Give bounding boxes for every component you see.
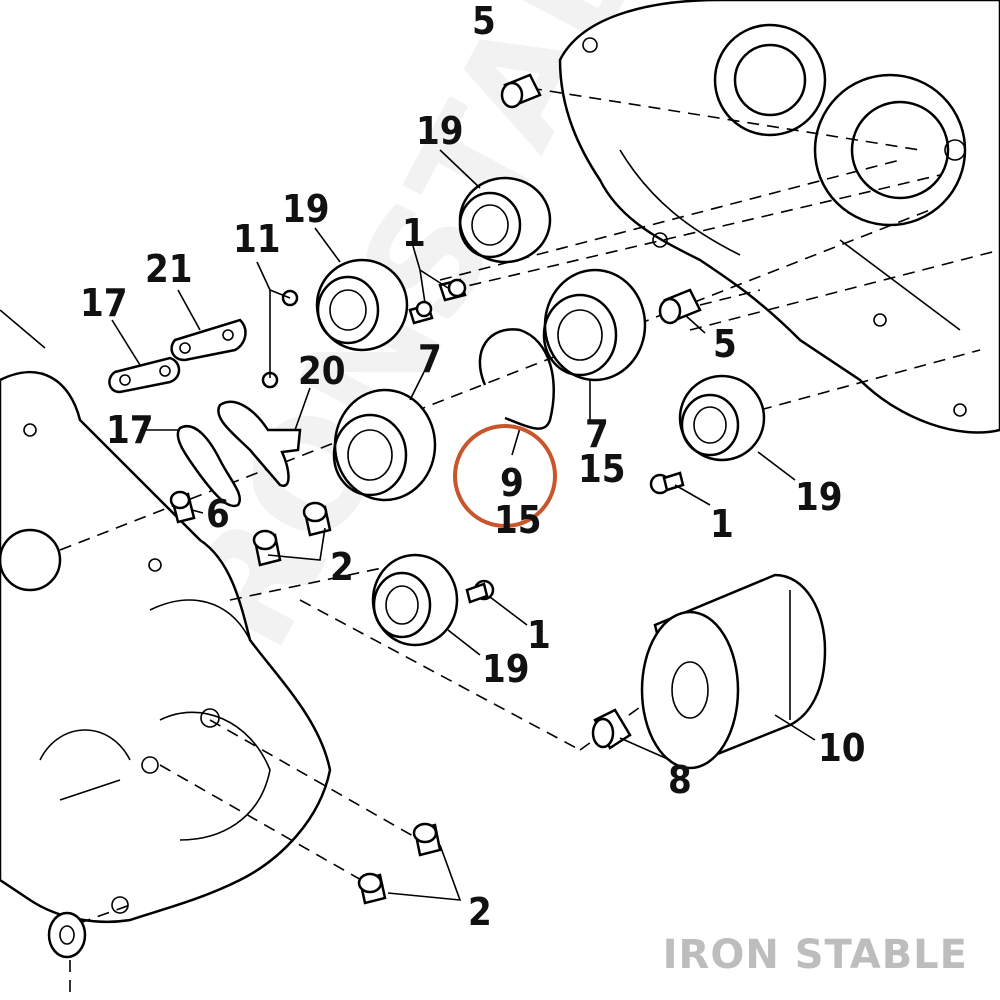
label-19-lower: 19 — [482, 647, 530, 691]
label-19-upper-left: 19 — [282, 187, 330, 231]
label-19-right: 19 — [795, 475, 843, 519]
washer — [47, 911, 87, 959]
label-7-center: 7 — [418, 337, 442, 381]
label-17-lower: 17 — [106, 408, 154, 452]
label-20: 20 — [298, 349, 346, 393]
screw-top-pair — [408, 278, 467, 325]
dowel-pin-right — [658, 288, 702, 325]
label-8: 8 — [668, 758, 692, 802]
screw-right — [649, 471, 685, 495]
linkage-17-bottom — [176, 425, 241, 508]
leader-lines — [0, 149, 816, 901]
bearing-7-right — [542, 268, 647, 382]
linkage-17-top — [108, 356, 181, 394]
label-15-circled: 15 — [494, 498, 542, 542]
bearing-19-right — [678, 374, 766, 462]
label-5-top: 5 — [472, 0, 496, 43]
label-9: 9 — [500, 461, 524, 505]
label-7-right: 7 — [585, 412, 609, 456]
label-19-top: 19 — [416, 109, 464, 153]
brand-watermark: IRON STABLE — [663, 932, 968, 978]
linkage-21 — [170, 318, 247, 362]
left-crankcase-half — [0, 370, 332, 924]
right-crankcase-half — [558, 0, 1000, 434]
label-1-upper: 1 — [402, 211, 426, 255]
retaining-ring — [478, 328, 555, 430]
label-2-upper: 2 — [330, 545, 354, 589]
label-17-upper: 17 — [80, 281, 128, 325]
label-1-right: 1 — [710, 502, 734, 546]
dowels-2-bottom — [357, 822, 442, 905]
label-6: 6 — [206, 492, 230, 536]
label-1-lower: 1 — [527, 613, 551, 657]
bearing-19-left — [315, 258, 409, 352]
bearing-7-center — [332, 388, 437, 502]
highlight-circle — [453, 424, 557, 528]
dowel-pin-top — [500, 73, 542, 109]
oil-filter-fitting — [591, 708, 632, 750]
label-2-lower: 2 — [468, 890, 492, 934]
oil-filter — [640, 573, 827, 770]
part-number-labels: 5 19 19 1 11 21 17 20 7 17 5 7 15 9 15 1… — [80, 0, 866, 934]
dowels-2-top — [252, 501, 332, 567]
bearing-19-top — [458, 176, 552, 264]
label-15-right: 15 — [578, 447, 626, 491]
label-11: 11 — [233, 217, 281, 261]
screw-bottom — [465, 579, 495, 604]
dowel-6 — [169, 490, 196, 524]
label-21: 21 — [145, 247, 193, 291]
label-5-right: 5 — [713, 322, 737, 366]
arm-20 — [217, 400, 302, 487]
bearing-19-bottom — [371, 553, 459, 647]
label-10: 10 — [818, 726, 866, 770]
